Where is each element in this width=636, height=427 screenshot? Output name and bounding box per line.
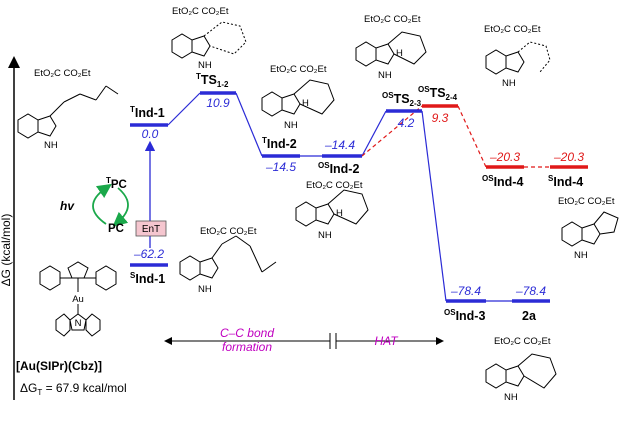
energy-p2a: –78.4	[515, 284, 546, 298]
energy-osTS23: 4.2	[398, 116, 415, 130]
catalyst-structure	[39, 261, 117, 337]
hat-label: HAT	[374, 334, 399, 348]
y-axis-label: ΔG (kcal/mol)	[0, 214, 13, 287]
label-osInd4: OSInd-4	[482, 174, 523, 189]
region-arrows: C–C bond formation HAT	[164, 326, 444, 354]
label-sInd1: SInd-1	[130, 271, 165, 286]
ent-box: EnT	[135, 220, 167, 237]
catalyst-dgt: ΔGT = 67.9 kcal/mol	[20, 381, 127, 397]
label-osTS24: OSTS2-4	[418, 85, 458, 102]
label-p2a: 2a	[522, 309, 537, 323]
nh-tTS12: NH	[198, 60, 212, 71]
energy-osInd2: –14.4	[324, 138, 355, 152]
ester-osTS24: EtO₂C CO₂Et	[484, 24, 541, 35]
ester-sInd4: EtO₂C CO₂Et	[558, 196, 615, 207]
cc-bond-line1: C–C bond	[220, 326, 274, 340]
energy-tInd1: 0.0	[142, 127, 159, 141]
red-connectors	[361, 105, 550, 168]
ester-sInd1: EtO₂C CO₂Et	[200, 226, 257, 237]
nh-osInd2: NH	[318, 230, 332, 241]
structure-sInd1: EtO₂C CO₂Et NH	[179, 226, 277, 295]
pc-label: PC	[108, 223, 124, 235]
energy-osInd4: –20.3	[489, 150, 520, 164]
energy-sInd1: –62.2	[133, 247, 164, 261]
label-osInd3: OSInd-3	[444, 308, 485, 323]
h-tInd2: H	[302, 98, 309, 109]
label-osTS23: OSTS2-3	[382, 91, 422, 108]
ester-tInd1: EtO₂C CO₂Et	[34, 68, 91, 79]
cc-bond-line2: formation	[222, 340, 272, 354]
nh-sInd1: NH	[198, 284, 212, 295]
structure-osTS23: EtO₂C CO₂Et NH H	[355, 14, 427, 81]
levels	[130, 91, 588, 303]
photocatalyst-cycle: TPC PC hv	[60, 176, 129, 235]
structure-tTS12: EtO₂C CO₂Et NH	[171, 6, 247, 71]
cycle-arrow-up	[92, 183, 112, 225]
h-osInd2: H	[336, 208, 343, 219]
energy-values: –62.2 0.0 10.9 –14.5 –14.4 4.2 –78.4 –78…	[133, 96, 584, 298]
ester-tTS12: EtO₂C CO₂Et	[172, 6, 229, 17]
energy-osInd3: –78.4	[450, 284, 481, 298]
h-osTS23: H	[396, 48, 403, 59]
nh-tInd1: NH	[44, 140, 58, 151]
ester-osInd2: EtO₂C CO₂Et	[306, 180, 363, 191]
label-sInd4: SInd-4	[548, 174, 583, 189]
nh-tInd2: NH	[284, 120, 298, 131]
cycle-arrow-down	[112, 187, 129, 227]
structure-osInd2: EtO₂C CO₂Et NH H	[295, 180, 369, 241]
energy-sInd4: –20.3	[553, 150, 584, 164]
label-osInd2: OSInd-2	[318, 161, 359, 176]
nh-sInd4: NH	[574, 250, 588, 261]
catalyst-name: [Au(SIPr)(Cbz)]	[16, 359, 102, 373]
catalyst-au-text: Au	[72, 294, 84, 305]
nh-2a: NH	[504, 392, 518, 403]
structure-tInd1: EtO₂C CO₂Et NH	[17, 68, 119, 151]
structure-tInd2: EtO₂C CO₂Et NH H	[261, 64, 335, 131]
label-tTS12: TTS1-2	[196, 72, 229, 89]
nh-osTS23: NH	[378, 70, 392, 81]
label-tInd2: TInd-2	[262, 136, 297, 151]
ester-2a: EtO₂C CO₂Et	[494, 336, 551, 347]
structure-osTS24: EtO₂C CO₂Et NH	[484, 24, 551, 89]
species-labels: SInd-1 TInd-1 TTS1-2 TInd-2 OSInd-2 OSTS…	[130, 72, 583, 323]
catalyst-n-text: N	[75, 318, 82, 329]
label-tInd1: TInd-1	[130, 105, 165, 120]
energy-tInd2: –14.5	[265, 160, 296, 174]
structure-2a: EtO₂C CO₂Et NH	[485, 336, 557, 403]
blue-connectors	[167, 92, 512, 302]
energy-osTS24: 9.3	[432, 111, 449, 125]
energy-tTS12: 10.9	[206, 96, 230, 110]
ester-tInd2: EtO₂C CO₂Et	[270, 64, 327, 75]
hv-label: hv	[60, 199, 75, 213]
structure-sInd4: EtO₂C CO₂Et NH	[558, 196, 619, 261]
tpc-label: TPC	[106, 176, 127, 191]
ester-osTS23: EtO₂C CO₂Et	[364, 14, 421, 25]
svg-text:EnT: EnT	[142, 224, 160, 235]
nh-osTS24: NH	[502, 78, 516, 89]
